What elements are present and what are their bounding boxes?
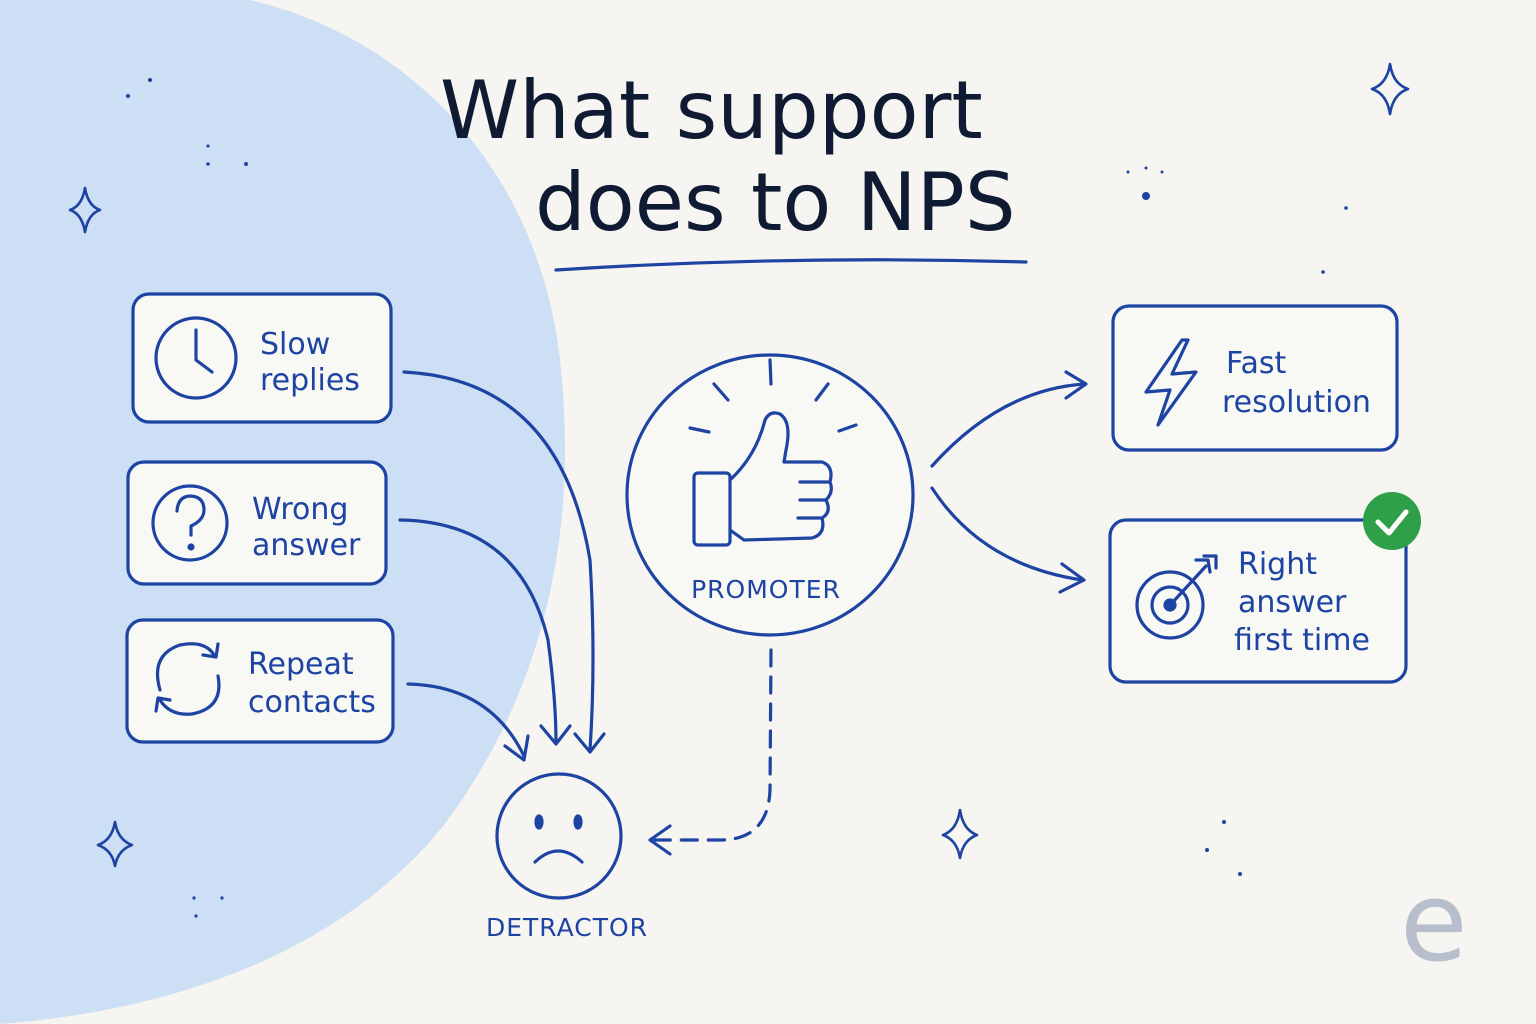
- title-underline: [554, 258, 1028, 272]
- fast-resolution-line-2: resolution: [1222, 385, 1371, 420]
- repeat-contacts-line-2: contacts: [248, 685, 376, 720]
- clock-icon: [154, 316, 238, 400]
- promoter-node: PROMOTER: [625, 353, 915, 637]
- slow-replies-line-2: replies: [260, 363, 360, 398]
- left-box-slow-replies: Slow replies: [131, 292, 393, 424]
- fast-resolution-line-1: Fast: [1226, 346, 1287, 381]
- wrong-answer-line-1: Wrong: [252, 492, 348, 527]
- arrows-to-detractor: [398, 370, 606, 762]
- right-box-right-answer: Right answer first time: [1108, 492, 1421, 684]
- right-answer-line-1: Right: [1238, 547, 1317, 582]
- question-icon: [151, 484, 229, 562]
- watermark-logo: e: [1400, 858, 1468, 986]
- right-box-fast-resolution: Fast resolution: [1111, 304, 1399, 452]
- slow-replies-line-1: Slow: [260, 327, 330, 362]
- detractor-label: DETRACTOR: [486, 913, 648, 942]
- wrong-answer-line-2: answer: [252, 528, 361, 563]
- decorative-dots: [126, 78, 1348, 918]
- sparkle-icon: [1370, 62, 1410, 116]
- left-box-wrong-answer: Wrong answer: [126, 460, 388, 586]
- sparkle-icon: [96, 820, 134, 868]
- thumbs-up-icon: [688, 358, 858, 547]
- left-box-repeat-contacts: Repeat contacts: [125, 618, 395, 744]
- right-answer-line-2: answer: [1238, 585, 1347, 620]
- repeat-contacts-line-1: Repeat: [248, 647, 354, 682]
- sparkle-icon: [941, 808, 979, 860]
- arrows-from-promoter: [930, 370, 1088, 594]
- title-line-2: does to NPS: [535, 156, 1016, 249]
- lightning-icon: [1144, 338, 1198, 427]
- target-icon: [1135, 554, 1218, 640]
- refresh-icon: [154, 642, 221, 716]
- dashed-arrow-to-detractor: [648, 648, 773, 856]
- sparkle-icon: [68, 186, 102, 234]
- title-line-1: What support: [440, 64, 983, 157]
- detractor-node: DETRACTOR: [486, 772, 648, 942]
- sad-face-icon: [533, 814, 584, 864]
- promoter-label: PROMOTER: [691, 575, 841, 604]
- right-answer-line-3: first time: [1234, 623, 1370, 658]
- check-badge-icon: [1363, 492, 1421, 550]
